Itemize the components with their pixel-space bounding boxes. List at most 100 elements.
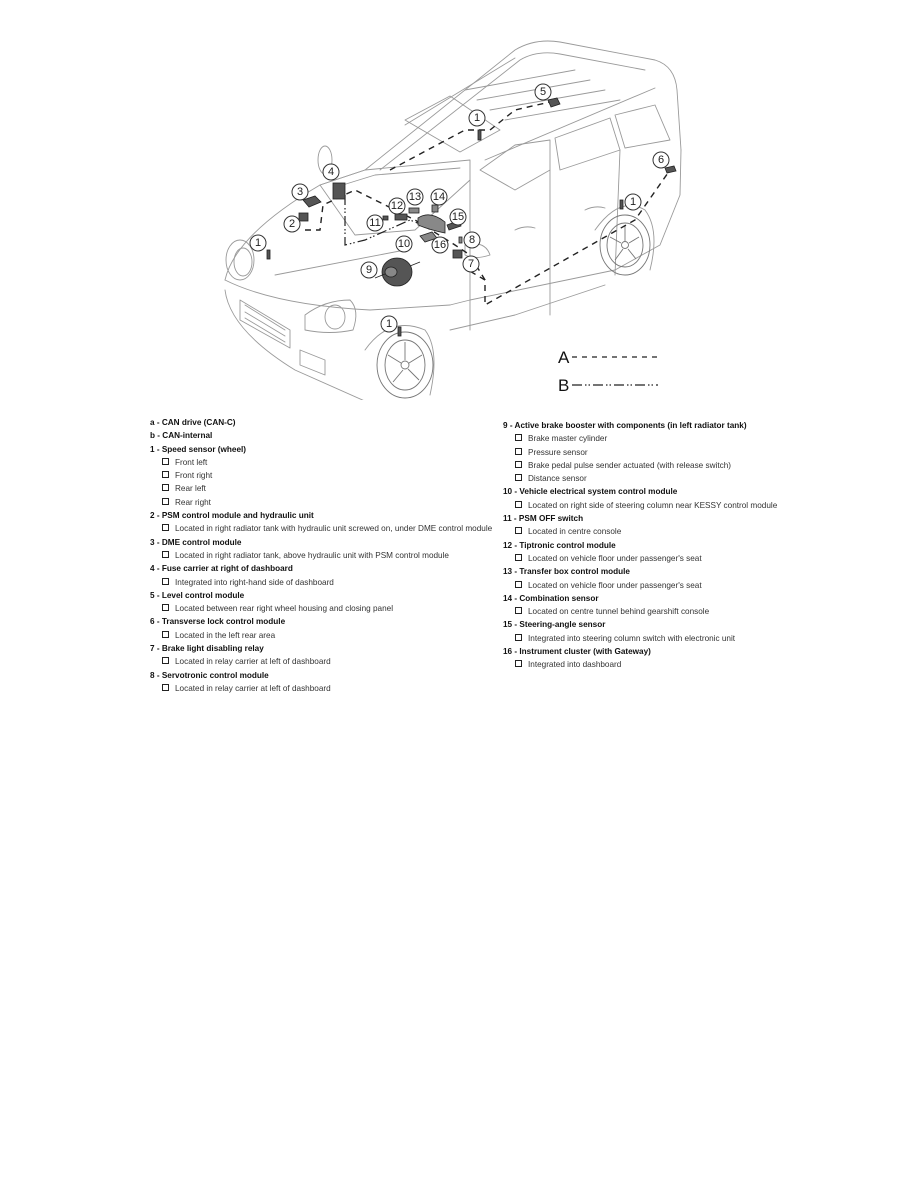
svg-text:14: 14 [433, 191, 445, 203]
entry-title: 14 - Combination sensor [503, 593, 599, 603]
entry-bullet-item: Pressure sensor [503, 446, 803, 459]
entry-bullet-item: Located on vehicle floor under passenger… [503, 552, 803, 565]
entry-bullet-item: Front right [150, 469, 500, 482]
checkbox-bullet-icon [162, 657, 169, 665]
entry-bullet-item: Located on centre tunnel behind gearshif… [503, 605, 803, 618]
entry-title: 7 - Brake light disabling relay [150, 644, 264, 654]
callout-16: 16 [431, 236, 449, 254]
dme-control-module [302, 195, 322, 208]
entry-bullet-text: Brake master cylinder [528, 434, 608, 444]
svg-text:8: 8 [469, 234, 475, 246]
transverse-lock-control-module [664, 165, 677, 174]
checkbox-bullet-icon [515, 447, 522, 455]
checkbox-bullet-icon [162, 604, 169, 612]
entry-bullet-item: Integrated into dashboard [503, 658, 803, 671]
entry-bullet-item: Located in the left rear area [150, 629, 500, 642]
legend-entry: 2 - PSM control module and hydraulic uni… [150, 509, 500, 536]
entry-title: 8 - Servotronic control module [150, 670, 269, 680]
checkbox-bullet-icon [515, 660, 522, 668]
entry-title: 4 - Fuse carrier at right of dashboard [150, 564, 293, 574]
speed-sensor-rear-right [477, 129, 482, 141]
checkbox-bullet-icon [515, 474, 522, 482]
servotronic-control-module [458, 236, 463, 244]
entry-bullet-item: Located in relay carrier at left of dash… [150, 682, 500, 695]
speed-sensor-front-right [397, 326, 402, 337]
entry-bullet-text: Located in relay carrier at left of dash… [175, 657, 331, 667]
legend-entry: 16 - Instrument cluster (with Gateway)In… [503, 645, 803, 672]
entry-bullet-text: Rear left [175, 484, 206, 494]
entry-bullet-item: Front left [150, 456, 500, 469]
callouts: 1 1 1 1 2 3 4 5 6 7 8 9 10 11 12 13 14 1… [249, 83, 670, 333]
entry-bullet-item: Brake pedal pulse sender actuated (with … [503, 459, 803, 472]
svg-text:6: 6 [658, 154, 664, 166]
entry-title: b - CAN-internal [150, 431, 213, 441]
entry-bullet-text: Integrated into steering column switch w… [528, 633, 736, 643]
entry-title: 5 - Level control module [150, 590, 245, 600]
entry-title: 16 - Instrument cluster (with Gateway) [503, 647, 651, 657]
entry-bullet-text: Located in centre console [528, 527, 622, 537]
checkbox-bullet-icon [515, 633, 522, 641]
level-control-module [547, 97, 561, 108]
entry-bullet-text: Front right [175, 471, 213, 481]
checkbox-bullet-icon [162, 524, 169, 532]
brake-light-disabling-relay [452, 249, 463, 259]
entry-title: 6 - Transverse lock control module [150, 617, 286, 627]
entry-bullet-item: Brake master cylinder [503, 432, 803, 445]
svg-text:13: 13 [409, 191, 421, 203]
entry-bullet-item: Located in relay carrier at left of dash… [150, 655, 500, 668]
callout-1: 1 [624, 193, 642, 211]
callout-14: 14 [430, 188, 448, 206]
car-illustration: 1 1 1 1 2 3 4 5 6 7 8 9 10 11 12 13 14 1… [224, 40, 682, 400]
legend-key-b: B [558, 376, 569, 395]
callout-1: 1 [380, 315, 398, 333]
svg-text:1: 1 [630, 196, 636, 208]
svg-text:3: 3 [297, 186, 303, 198]
entry-title: 11 - PSM OFF switch [503, 514, 584, 524]
entry-bullet-item: Rear right [150, 496, 500, 509]
entry-bullet-text: Pressure sensor [528, 447, 588, 457]
svg-text:5: 5 [540, 86, 546, 98]
checkbox-bullet-icon [162, 484, 169, 492]
speed-sensor-front-left [266, 249, 271, 260]
transfer-box-control-module [408, 207, 420, 214]
entry-bullet-text: Integrated into right-hand side of dashb… [175, 577, 334, 587]
callout-4: 4 [322, 163, 340, 181]
entry-title: 9 - Active brake booster with components… [503, 421, 747, 430]
svg-text:1: 1 [386, 318, 392, 330]
combination-sensor [431, 204, 439, 213]
entry-bullet-text: Located between rear right wheel housing… [175, 604, 394, 614]
entry-bullet-item: Integrated into steering column switch w… [503, 632, 803, 645]
checkbox-bullet-icon [162, 497, 169, 505]
svg-text:7: 7 [468, 258, 474, 270]
legend-entry: 9 - Active brake booster with components… [503, 419, 803, 485]
legend-entry: b - CAN-internal [150, 429, 500, 442]
entry-bullet-text: Located in the left rear area [175, 630, 276, 640]
callout-7: 7 [462, 255, 480, 273]
psm-control-module [298, 212, 309, 222]
svg-text:12: 12 [391, 200, 403, 212]
svg-text:15: 15 [452, 211, 464, 223]
checkbox-bullet-icon [515, 580, 522, 588]
entry-bullet-text: Located on centre tunnel behind gearshif… [528, 607, 710, 617]
checkbox-bullet-icon [162, 550, 169, 558]
entry-bullet-text: Brake pedal pulse sender actuated (with … [528, 460, 731, 470]
checkbox-bullet-icon [515, 460, 522, 468]
entry-title: 3 - DME control module [150, 537, 242, 547]
callout-10: 10 [395, 235, 413, 253]
legend-entry: 10 - Vehicle electrical system control m… [503, 485, 803, 512]
entry-bullet-item: Located in right radiator tank, above hy… [150, 549, 500, 562]
callout-12: 12 [388, 197, 406, 215]
svg-text:10: 10 [398, 238, 410, 250]
entry-bullet-text: Located in right radiator tank with hydr… [175, 524, 493, 534]
svg-text:4: 4 [328, 166, 334, 178]
svg-text:16: 16 [434, 239, 446, 251]
callout-13: 13 [406, 188, 424, 206]
entry-bullet-item: Distance sensor [503, 472, 803, 485]
callout-6: 6 [652, 151, 670, 169]
